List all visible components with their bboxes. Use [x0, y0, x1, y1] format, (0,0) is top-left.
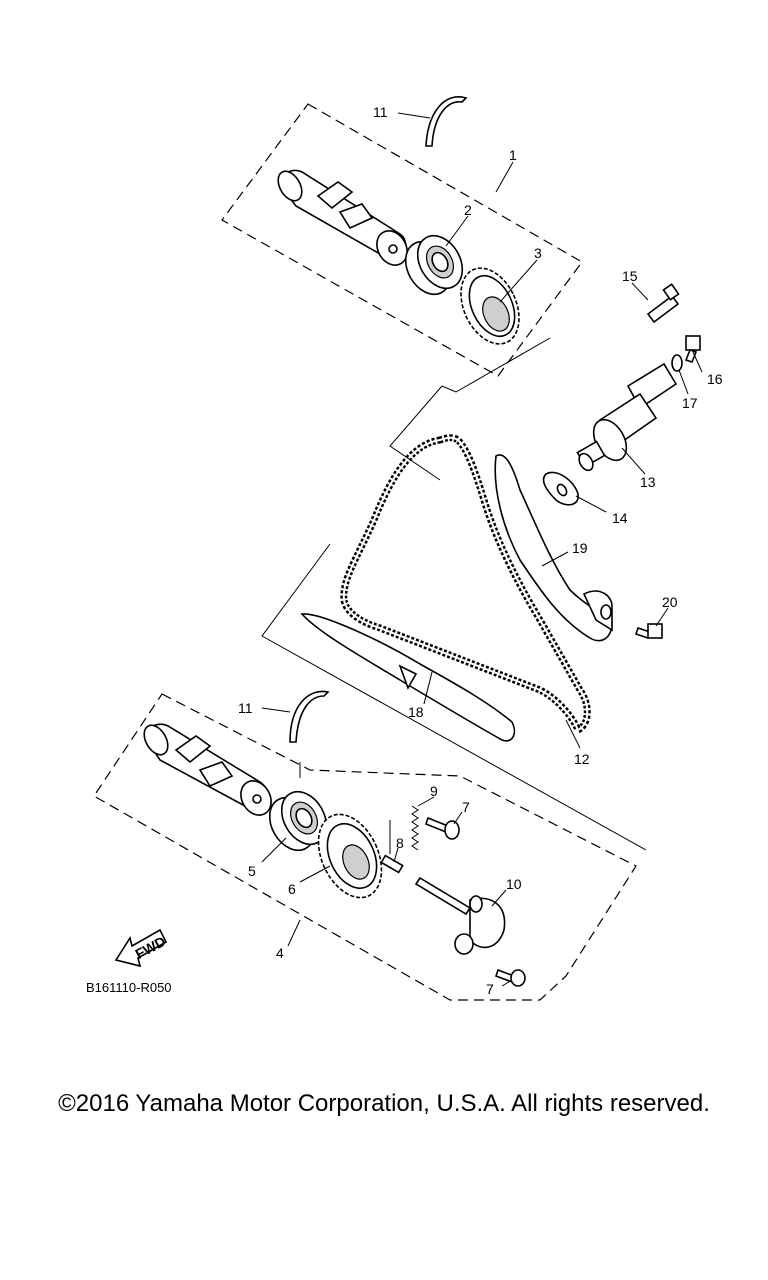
- upper-sprocket: [460, 267, 520, 345]
- callout-8: 8: [396, 835, 404, 851]
- bolt-20: [634, 623, 663, 640]
- bolt-7-lower: [494, 968, 526, 987]
- lower-assembly-outline: [93, 693, 637, 1001]
- callout-15: 15: [622, 268, 638, 284]
- callout-7-upper: 7: [462, 799, 470, 815]
- callout-12: 12: [574, 751, 590, 767]
- upper-leader-outline: [389, 337, 551, 481]
- bolt-16: [684, 335, 701, 363]
- callout-2: 2: [464, 202, 472, 218]
- lower-circlip: [289, 690, 330, 743]
- upper-camshaft: [277, 169, 408, 266]
- diagram-ref-code: B161110-R050: [86, 980, 172, 995]
- callout-1: 1: [509, 147, 517, 163]
- callout-16: 16: [707, 371, 723, 387]
- chain-tensioner: [576, 362, 678, 472]
- lower-camshaft: [143, 723, 272, 816]
- callout-13: 13: [640, 474, 656, 490]
- copyright-notice: ©2016 Yamaha Motor Corporation, U.S.A. A…: [58, 1090, 710, 1117]
- callout-17: 17: [682, 395, 698, 411]
- washer-17: [671, 354, 683, 372]
- callout-19: 19: [572, 540, 588, 556]
- callout-6: 6: [288, 881, 296, 897]
- bolt-7-upper: [425, 816, 460, 840]
- callout-9: 9: [430, 783, 438, 799]
- bolt-15: [646, 283, 680, 324]
- callout-10: 10: [506, 876, 522, 892]
- callout-7-lower: 7: [486, 981, 494, 997]
- fwd-arrow: FWD: [114, 928, 168, 968]
- callout-11-upper: 11: [373, 104, 388, 120]
- decompressor-10: [414, 876, 506, 955]
- callout-11-lower: 11: [238, 700, 253, 716]
- callout-3: 3: [534, 245, 542, 261]
- guide-leader-outline: [261, 543, 647, 851]
- lower-sprocket: [317, 813, 383, 899]
- cam-chain: [340, 434, 591, 735]
- spring-9: [411, 805, 419, 851]
- callout-14: 14: [612, 510, 628, 526]
- callout-4: 4: [276, 945, 284, 961]
- pin-8: [380, 854, 404, 874]
- callout-18: 18: [408, 704, 424, 720]
- upper-assembly-outline: [221, 103, 583, 377]
- lower-bearing: [268, 790, 328, 852]
- upper-circlip: [425, 96, 468, 147]
- upper-bearing: [404, 234, 464, 296]
- callout-5: 5: [248, 863, 256, 879]
- callout-20: 20: [662, 594, 678, 610]
- callout-leaders: [261, 112, 703, 987]
